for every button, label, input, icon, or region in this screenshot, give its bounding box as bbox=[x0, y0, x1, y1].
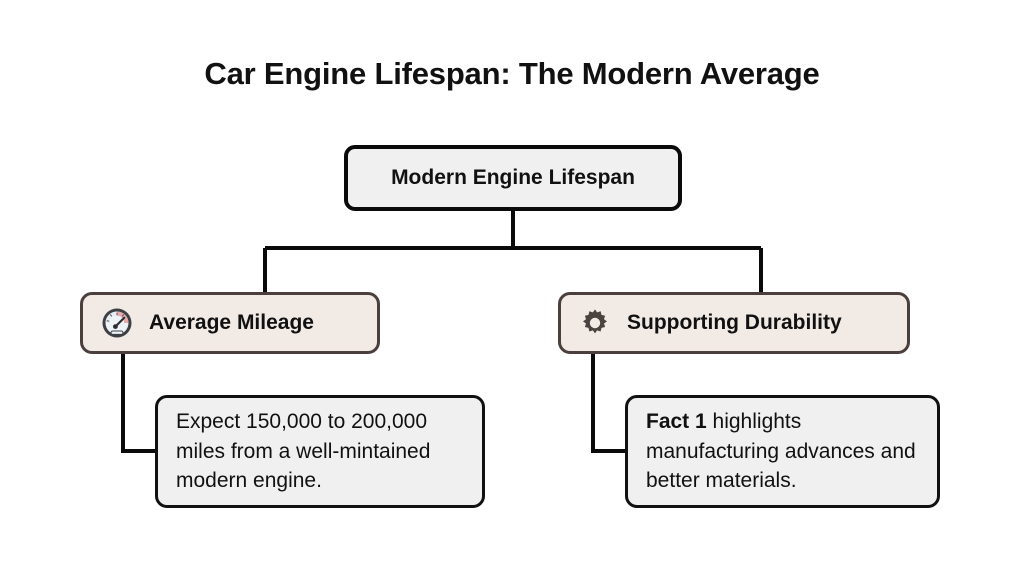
detail-body-supporting-durability: highlights manufacturing advances and be… bbox=[646, 409, 916, 493]
node-supporting-durability[interactable]: Supporting Durability bbox=[558, 292, 910, 354]
node-average-mileage[interactable]: Average Mileage bbox=[80, 292, 380, 354]
detail-text-average-mileage: Expect 150,000 to 200,000 miles from a w… bbox=[176, 407, 466, 496]
node-root[interactable]: Modern Engine Lifespan bbox=[344, 145, 682, 211]
node-supporting-durability-label: Supporting Durability bbox=[627, 311, 842, 334]
node-root-label: Modern Engine Lifespan bbox=[391, 166, 635, 189]
detail-body-average-mileage: Expect 150,000 to 200,000 miles from a w… bbox=[176, 409, 431, 493]
gauge-icon bbox=[101, 307, 135, 339]
connector-left-detail-elbow bbox=[121, 354, 157, 453]
detail-text-supporting-durability: Fact 1 highlights manufacturing advances… bbox=[646, 407, 921, 496]
detail-box-average-mileage[interactable]: Expect 150,000 to 200,000 miles from a w… bbox=[155, 395, 485, 508]
node-average-mileage-label: Average Mileage bbox=[149, 311, 314, 334]
gear-icon bbox=[579, 307, 613, 339]
detail-box-supporting-durability[interactable]: Fact 1 highlights manufacturing advances… bbox=[625, 395, 940, 508]
detail-emphasis-supporting-durability: Fact 1 bbox=[646, 409, 707, 433]
connector-right-detail-elbow bbox=[591, 354, 627, 453]
page-title: Car Engine Lifespan: The Modern Average bbox=[204, 56, 820, 91]
